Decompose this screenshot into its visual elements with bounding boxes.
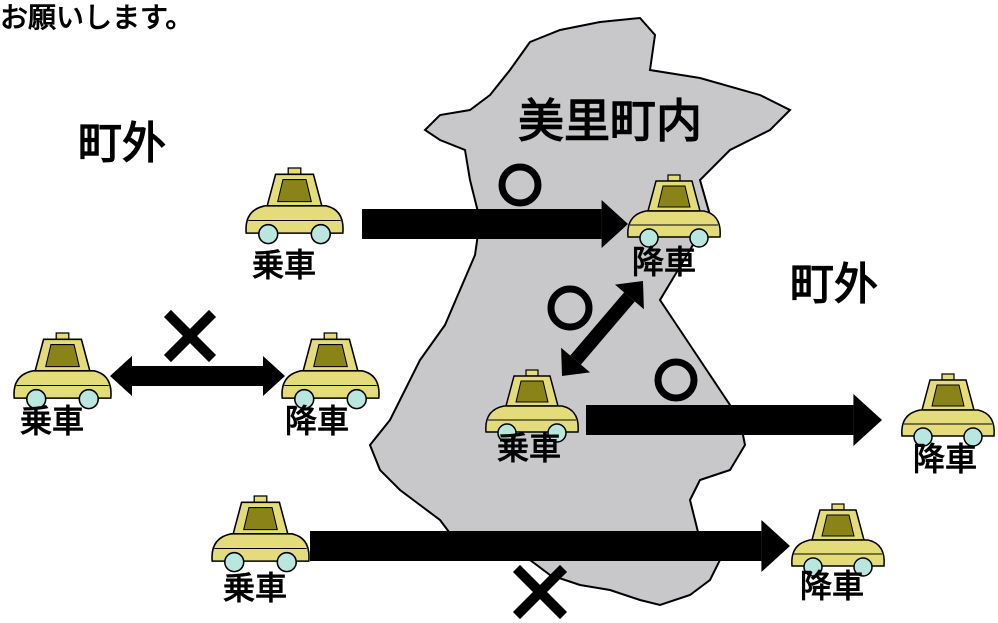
taxi-icon-board-row2 bbox=[13, 332, 112, 410]
label-alight-right: 降車 bbox=[913, 440, 978, 478]
arrow-head bbox=[110, 356, 132, 396]
taxi-icon-alight-row1 bbox=[627, 174, 721, 248]
taxi-icon-board-row4 bbox=[211, 495, 310, 573]
ng-mark-outside-both-ways bbox=[163, 309, 217, 363]
arrow-shaft bbox=[570, 292, 635, 365]
arrow-head bbox=[761, 520, 790, 572]
label-board-row2: 乗車 bbox=[20, 402, 85, 440]
arrow-outside-to-town bbox=[362, 200, 628, 248]
arrow-outside-through-town bbox=[310, 520, 790, 572]
arrow-head bbox=[263, 356, 285, 396]
label-board-row1: 乗車 bbox=[252, 246, 317, 284]
taxi-icon-alight-row4 bbox=[791, 503, 885, 577]
taxi-icon-board-row1 bbox=[245, 167, 344, 245]
ok-mark-outside-to-town bbox=[498, 163, 542, 207]
taxi-icon-alight-row2 bbox=[281, 332, 380, 410]
arrow-outside-both-ways bbox=[110, 356, 285, 396]
arrow-head bbox=[561, 347, 591, 376]
taxi-icon-board-inner bbox=[485, 369, 579, 443]
arrow-head bbox=[853, 394, 882, 446]
label-board-row4: 乗車 bbox=[223, 569, 288, 607]
area-label-town-inside: 美里町内 bbox=[518, 94, 702, 148]
label-alight-row1: 降車 bbox=[632, 243, 697, 281]
route-arrows bbox=[110, 200, 882, 572]
taxi-icon-alight-right bbox=[901, 373, 995, 447]
taxi-group bbox=[13, 167, 995, 577]
ng-mark-through-town bbox=[512, 564, 568, 620]
route-marks bbox=[163, 163, 698, 620]
arrow-town-internal bbox=[561, 281, 644, 376]
header-text: お願いします。 bbox=[0, 1, 194, 34]
arrow-head bbox=[614, 281, 644, 310]
ok-mark-town-to-outside bbox=[654, 358, 698, 402]
label-alight-row2: 降車 bbox=[285, 402, 350, 440]
label-alight-row4: 降車 bbox=[800, 567, 865, 605]
area-label-outside-left: 町外 bbox=[78, 118, 166, 169]
arrow-head bbox=[601, 200, 628, 248]
label-board-inner: 乗車 bbox=[497, 429, 562, 467]
ok-mark-town-internal bbox=[547, 285, 593, 331]
area-label-outside-right: 町外 bbox=[790, 259, 878, 310]
arrow-town-to-outside bbox=[586, 394, 882, 446]
